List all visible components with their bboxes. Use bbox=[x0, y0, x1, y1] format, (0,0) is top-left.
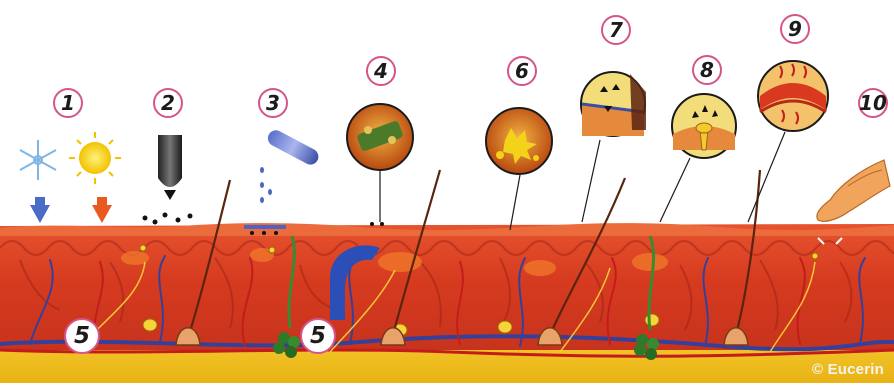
test-tube-icon bbox=[244, 127, 321, 235]
marker-7: 7 bbox=[601, 15, 631, 45]
heat-arrow-icon bbox=[92, 197, 112, 223]
zoom-callout-8 bbox=[660, 94, 736, 222]
marker-6: 6 bbox=[507, 56, 537, 86]
cold-arrow-icon bbox=[30, 197, 50, 223]
marker-5-right: 5 bbox=[300, 318, 336, 354]
zoom-callout-7 bbox=[581, 72, 646, 222]
marker-8: 8 bbox=[692, 55, 722, 85]
marker-2: 2 bbox=[153, 88, 183, 118]
dermis-layer bbox=[0, 224, 894, 350]
marker-5-left: 5 bbox=[64, 318, 100, 354]
copyright-label: © Eucerin bbox=[812, 361, 884, 378]
pressure-pipette-icon bbox=[143, 135, 193, 225]
zoom-callout-6 bbox=[486, 108, 552, 230]
marker-3: 3 bbox=[258, 88, 288, 118]
sun-icon bbox=[69, 132, 121, 184]
marker-10: 10 bbox=[858, 88, 888, 118]
marker-9: 9 bbox=[780, 14, 810, 44]
zoom-callout-9 bbox=[748, 61, 828, 222]
zoom-callout-4 bbox=[347, 104, 413, 226]
marker-4: 4 bbox=[366, 56, 396, 86]
marker-1: 1 bbox=[53, 88, 83, 118]
snowflake-icon bbox=[20, 140, 56, 180]
